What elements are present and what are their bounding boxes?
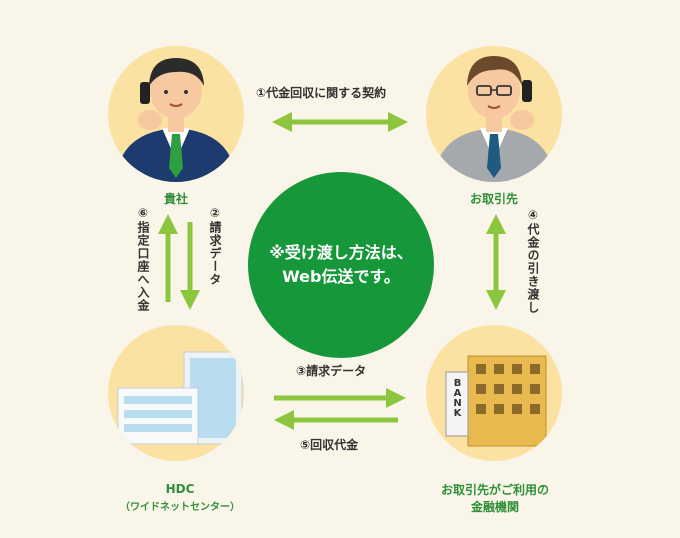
office-building-icon [117, 351, 243, 445]
flow-3-text: 請求データ [306, 364, 367, 378]
flow-5-label: ⑤回収代金 [300, 436, 358, 453]
businessman-glasses-phone-icon [434, 56, 554, 182]
flow-2-label: ②請求データ [207, 206, 224, 286]
flow-3-num: ③ [296, 364, 307, 378]
hdc-label-main: HDC [165, 482, 195, 496]
center-note: ※受け渡し方法は、 Web伝送です。 [248, 172, 434, 358]
flow-2-num: ② [208, 206, 222, 221]
bank-label: お取引先がご利用の 金融機関 [420, 482, 570, 516]
flow-1-text: 代金回収に関する契約 [266, 86, 387, 100]
bank-sign: BANK [452, 378, 463, 418]
flow-1-num: ① [256, 86, 267, 100]
company-label: 貴社 [163, 192, 188, 206]
bank-label-line1: お取引先がご利用の [440, 483, 549, 497]
client-label: お取引先 [469, 192, 518, 206]
center-note-line2: Web伝送です。 [282, 267, 400, 286]
bank-building-icon [445, 355, 547, 447]
flow-4-text: 代金の引き渡し [526, 223, 540, 314]
flow-3-label: ③請求データ [296, 362, 366, 379]
flow-6-label: ⑥指定口座へ入金 [135, 206, 152, 312]
flow-1-label: ①代金回収に関する契約 [256, 84, 386, 101]
bank-label-line2: 金融機関 [470, 500, 519, 514]
flow-5-num: ⑤ [300, 438, 311, 452]
flow-6-text: 指定口座へ入金 [136, 221, 150, 312]
hdc-label: HDC （ワイドネットセンター） [120, 482, 240, 513]
hdc-label-sub: （ワイドネットセンター） [120, 502, 240, 513]
businessman-phone-icon [116, 58, 236, 182]
flow-2-text: 請求データ [208, 221, 222, 286]
flow-4-num: ④ [526, 208, 540, 223]
flow-6-num: ⑥ [136, 206, 150, 221]
center-note-line1: ※受け渡し方法は、 [269, 243, 413, 262]
flow-4-label: ④代金の引き渡し [525, 208, 542, 314]
flow-5-text: 回収代金 [310, 438, 359, 452]
